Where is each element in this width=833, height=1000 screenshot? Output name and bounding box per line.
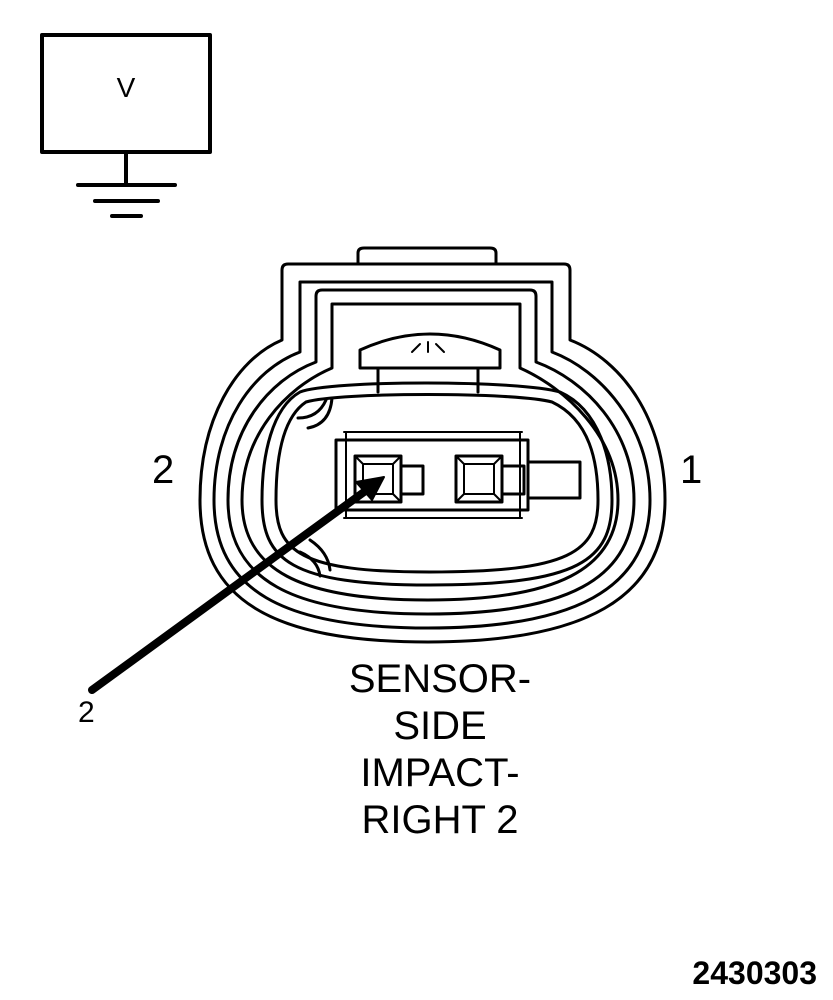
terminal-1 <box>454 454 526 504</box>
probe-arrow <box>88 476 385 694</box>
terminal-2 <box>353 454 425 504</box>
cavity-inner <box>274 393 600 574</box>
arrow-head-icon <box>355 476 385 501</box>
ground-icon <box>76 183 177 218</box>
terminal-block <box>334 438 530 512</box>
connector-face <box>198 246 667 644</box>
latch-tab <box>356 246 498 265</box>
housing-ring-2 <box>212 280 652 630</box>
figure-id: 2430303 <box>692 955 817 991</box>
voltmeter-label: V <box>116 72 136 103</box>
housing-ring-3 <box>226 288 636 616</box>
voltmeter-symbol <box>40 33 212 218</box>
connector-title-line: IMPACT- <box>360 751 520 795</box>
pin-2-label: 2 <box>152 448 175 492</box>
callout-label: 2 <box>78 696 95 729</box>
pin-1-label: 1 <box>680 448 703 492</box>
connector-title: SENSOR- SIDE IMPACT- RIGHT 2 <box>300 656 580 844</box>
side-key-upper <box>296 396 334 430</box>
housing-outer <box>198 262 667 644</box>
lock-window <box>358 332 502 370</box>
side-key-lower <box>298 538 332 578</box>
cavity-outer <box>260 381 614 587</box>
connector-title-line: SENSOR- <box>348 657 532 701</box>
housing-ring-4 <box>240 302 620 602</box>
connector-title-line: RIGHT 2 <box>361 798 519 842</box>
connector-title-line: SIDE <box>393 704 487 748</box>
